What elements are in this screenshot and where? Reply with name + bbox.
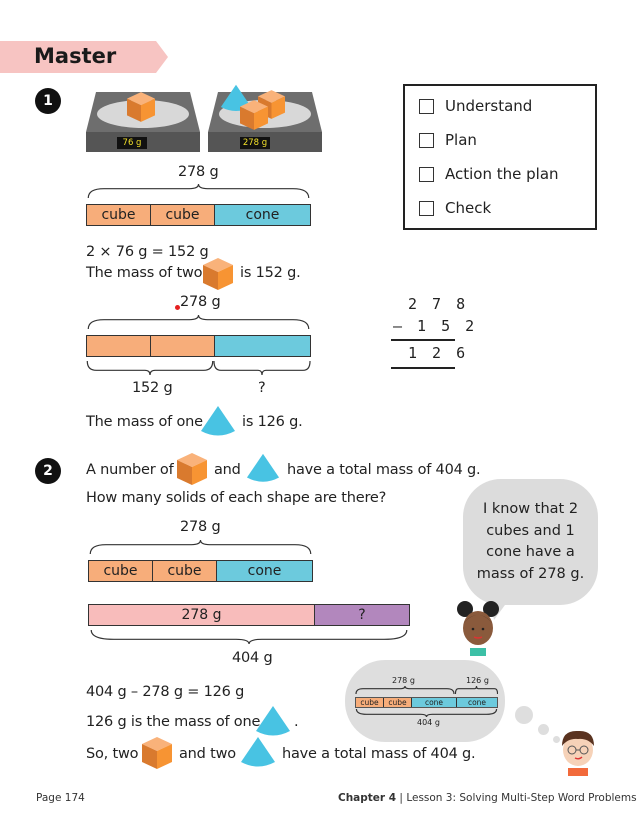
question-number-2: 2: [35, 458, 61, 484]
prompt-pre: A number of: [86, 462, 174, 478]
q2-bar2-total-label: 404 g: [232, 650, 273, 666]
q2-bar1-total-label: 278 g: [180, 519, 221, 535]
bar-segment-unknown: ?: [314, 605, 409, 625]
marker-dot: [175, 305, 180, 310]
chapter-label: Chapter 4: [338, 792, 397, 804]
bar-segment-cone: cone: [214, 205, 310, 225]
cube-icon: [177, 453, 207, 485]
page-number: Page 174: [36, 792, 85, 804]
scale-1-reading: 76 g: [117, 137, 147, 149]
subtraction-subtrahend: – 1 5 2: [393, 317, 478, 335]
checklist-label: Action the plan: [445, 165, 559, 183]
checklist-item-understand[interactable]: Understand: [419, 97, 532, 115]
speech-bubble-text: I know that 2 cubes and 1 cone have a ma…: [476, 501, 585, 582]
q2-calc-line: 404 g – 278 g = 126 g: [86, 684, 245, 700]
calc-line: 2 × 76 g = 152 g: [86, 244, 209, 260]
q2-bar-model-cubes-cone: cube cube cone: [88, 560, 313, 582]
bar-segment-cone: cone: [456, 698, 497, 707]
cube-icon: [142, 737, 172, 769]
checklist-label: Understand: [445, 97, 533, 115]
total-brace-bottom: [89, 630, 409, 644]
left-part-label: 152 g: [132, 380, 173, 396]
girl-character-avatar: [457, 601, 499, 656]
answer-mid: and two: [179, 746, 236, 762]
prompt-post: have a total mass of 404 g.: [287, 462, 481, 478]
subtraction-result: 1 2 6: [408, 344, 469, 362]
cloud-brace-right: [455, 686, 498, 694]
mass-one-text-post: is 126 g.: [242, 414, 303, 430]
cone-mass-pre: 126 g is the mass of one: [86, 714, 261, 730]
bar-segment-cube: [87, 336, 150, 356]
problem-solving-checklist: Understand Plan Action the plan Check: [403, 84, 597, 230]
subtraction-minuend: 2 7 8: [408, 295, 469, 313]
q2-bar-model-total: 278 g ?: [88, 604, 410, 626]
bar-segment-cone: cone: [216, 561, 312, 581]
cone-icon: [246, 453, 280, 482]
prompt-mid: and: [214, 462, 241, 478]
cloud-brace-left: [355, 686, 455, 694]
bar-segment-cube: [150, 336, 214, 356]
bar2-total-label: 278 g: [180, 294, 221, 310]
bar-segment-cube: cube: [89, 561, 152, 581]
cloud-brace-bottom: [355, 709, 498, 717]
scale-2-reading: 278 g: [240, 137, 270, 149]
checklist-label: Check: [445, 199, 492, 217]
thought-bubble-dot: [538, 724, 549, 735]
thought-bubble-dot: [553, 736, 560, 743]
checklist-item-check[interactable]: Check: [419, 199, 491, 217]
bar-segment-cube: cube: [87, 205, 150, 225]
bar-model-cubes-cone: cube cube cone: [86, 204, 311, 226]
cloud-total-label: 404 g: [417, 718, 440, 727]
bar-segment-cone: cone: [411, 698, 456, 707]
subtraction-line: [391, 339, 455, 341]
bar-segment-cube: cube: [152, 561, 216, 581]
cone-mass-post: .: [294, 714, 299, 730]
bar1-total-label: 278 g: [178, 164, 219, 180]
bar-segment-cube: cube: [356, 698, 383, 707]
answer-pre: So, two: [86, 746, 139, 762]
part-brace-left: [86, 361, 214, 375]
total-brace: [86, 315, 311, 329]
cloud-bar-model: cube cube cone cone: [355, 697, 498, 708]
bar-segment-cone: [214, 336, 310, 356]
cone-icon: [256, 706, 290, 736]
mass-two-text-post: is 152 g.: [240, 265, 301, 281]
mass-two-text-pre: The mass of two: [86, 265, 203, 281]
section-ribbon: [0, 41, 168, 73]
total-brace: [88, 540, 313, 554]
right-part-label: ?: [258, 380, 266, 396]
cloud-left-label: 278 g: [392, 676, 415, 685]
cone-icon: [241, 737, 275, 767]
total-brace: [86, 184, 311, 198]
checkbox[interactable]: [419, 200, 434, 216]
speech-bubble: I know that 2 cubes and 1 cone have a ma…: [463, 479, 598, 605]
bar-segment-cube: cube: [383, 698, 411, 707]
checkbox[interactable]: [419, 166, 434, 182]
chapter-lesson-footer: Chapter 4 | Lesson 3: Solving Multi-Step…: [338, 792, 637, 804]
cone-icon: [201, 406, 235, 436]
question-number-1: 1: [35, 88, 61, 114]
thought-bubble-dot: [515, 706, 533, 724]
part-brace-right: [213, 361, 311, 375]
cube-icon: [203, 258, 233, 290]
footer-divider: |: [399, 792, 407, 804]
lesson-label: Lesson 3: Solving Multi-Step Word Proble…: [406, 792, 637, 804]
mass-one-text-pre: The mass of one: [86, 414, 203, 430]
bar-segment-known: 278 g: [89, 605, 314, 625]
bar-segment-cube: cube: [150, 205, 214, 225]
checklist-item-plan[interactable]: Plan: [419, 131, 477, 149]
question-text: How many solids of each shape are there?: [86, 490, 387, 506]
cloud-right-label: 126 g: [466, 676, 489, 685]
checklist-label: Plan: [445, 131, 477, 149]
section-title: Master: [34, 44, 117, 68]
subtraction-underline: [391, 367, 455, 369]
scale-with-cubes-and-cone: [208, 84, 322, 152]
answer-post: have a total mass of 404 g.: [282, 746, 476, 762]
checkbox[interactable]: [419, 98, 434, 114]
checklist-item-action[interactable]: Action the plan: [419, 165, 559, 183]
boy-character-avatar: [562, 730, 594, 776]
bar-model-split: [86, 335, 311, 357]
checkbox[interactable]: [419, 132, 434, 148]
